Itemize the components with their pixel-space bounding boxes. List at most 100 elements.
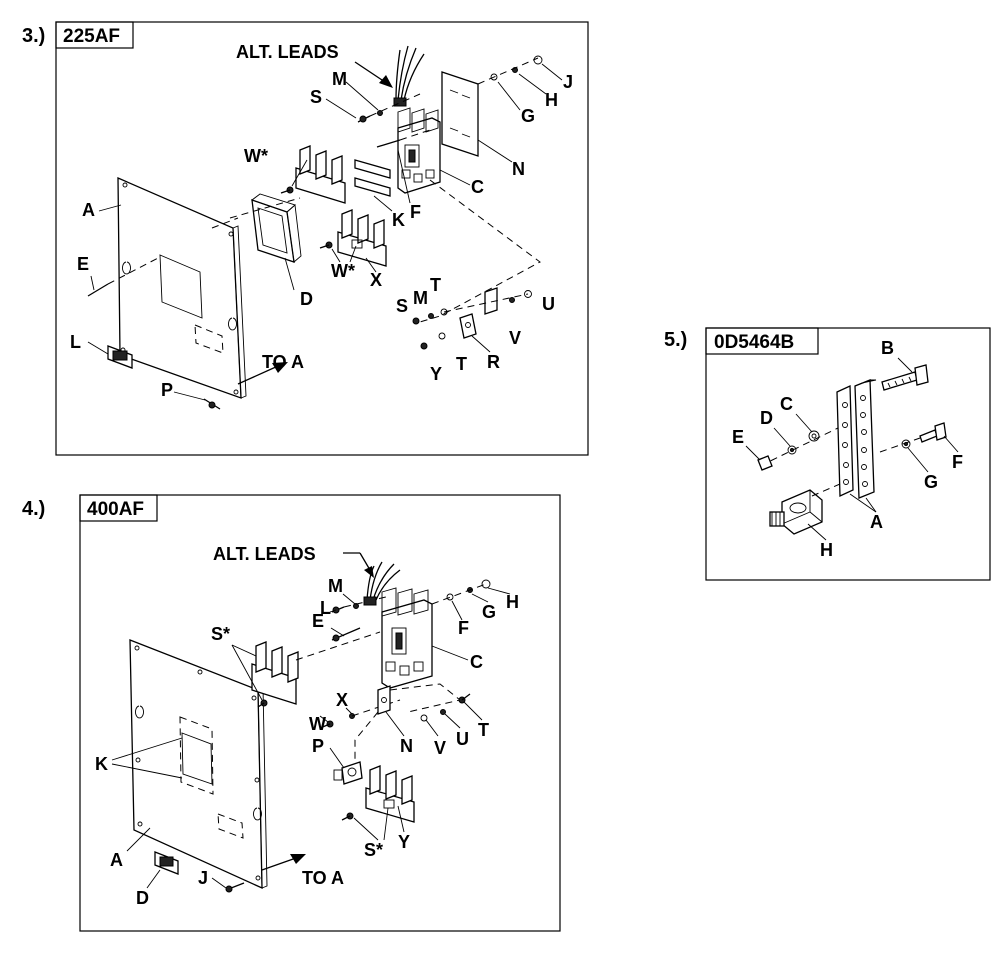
label-p: P: [312, 736, 324, 756]
cover-plate-n: [441, 55, 543, 157]
terminal-cover-lower: [319, 209, 387, 267]
label-e: E: [732, 427, 744, 447]
label-s-star2: S*: [364, 840, 383, 860]
label-w-star2: W*: [331, 261, 355, 281]
panel-number: 4.): [22, 498, 45, 520]
panel-number: 3.): [22, 25, 45, 47]
label-v: V: [434, 738, 446, 758]
label-u: U: [456, 729, 469, 749]
screw-l: [331, 595, 391, 614]
label-d: D: [136, 888, 149, 908]
terminal-frame-d: [251, 193, 302, 263]
label-l: L: [320, 598, 331, 618]
label-p: P: [161, 380, 173, 400]
label-a: A: [870, 512, 883, 532]
bolt-b: [881, 364, 929, 391]
mounting-plate: [129, 639, 268, 890]
label-t: T: [478, 720, 489, 740]
label-g: G: [482, 602, 496, 622]
panel-frame: [55, 21, 589, 456]
screw-s-upper: [357, 93, 421, 123]
label-j: J: [563, 72, 573, 92]
label-c: C: [780, 394, 793, 414]
label-s-star: S*: [211, 624, 230, 644]
label-plate: [107, 345, 133, 369]
label-e: E: [77, 254, 89, 274]
panel-frame: [79, 494, 561, 932]
label-c: C: [471, 177, 484, 197]
label-m2: M: [413, 288, 428, 308]
washer-g: [901, 439, 911, 449]
panel-title-box: [55, 21, 134, 49]
screw-j: [225, 882, 245, 893]
panel-frame: [705, 327, 991, 581]
bolt-f: [879, 422, 947, 453]
label-plate: [154, 851, 179, 875]
terminal-cover-upper: [251, 631, 381, 708]
label-a: A: [82, 200, 95, 220]
panel-0d5464b: 5.) 0D5464B: [664, 327, 991, 581]
label-a: A: [110, 850, 123, 870]
label-alt-leads: ALT. LEADS: [213, 544, 316, 564]
circuit-breaker: [376, 107, 441, 194]
screw-e: [87, 256, 161, 297]
mounting-plate: [117, 177, 247, 399]
label-n: N: [400, 736, 413, 756]
label-to-a: TO A: [262, 352, 304, 372]
label-y: Y: [398, 832, 410, 852]
terminal-cover-upper: [280, 145, 346, 204]
label-k: K: [95, 754, 108, 774]
panel-number: 5.): [664, 329, 687, 351]
label-t: T: [430, 275, 441, 295]
label-n: N: [512, 159, 525, 179]
panel-225af: 3.) 225AF: [22, 21, 589, 456]
lug-hardware: [412, 179, 541, 350]
label-k: K: [392, 210, 405, 230]
label-f: F: [410, 202, 421, 222]
label-y: Y: [430, 364, 442, 384]
screw-e: [331, 627, 361, 642]
alt-leads: [354, 45, 425, 107]
label-x: X: [370, 270, 382, 290]
panel-title: 0D5464B: [714, 332, 794, 353]
label-h: H: [506, 592, 519, 612]
panel-title: 400AF: [87, 499, 144, 520]
label-m: M: [328, 576, 343, 596]
hardware-edc: [757, 427, 839, 471]
label-s: S: [310, 87, 322, 107]
label-r: R: [487, 352, 500, 372]
bus-bar-a: [836, 379, 877, 499]
label-v: V: [509, 328, 521, 348]
lug-h: [769, 483, 841, 535]
label-s2: S: [396, 296, 408, 316]
label-g: G: [924, 472, 938, 492]
terminal-cover-lower: [341, 765, 415, 823]
alt-leads: [343, 552, 401, 606]
label-x: X: [336, 690, 348, 710]
label-c: C: [470, 652, 483, 672]
label-f: F: [458, 618, 469, 638]
label-j: J: [198, 868, 208, 888]
circuit-breaker: [381, 579, 491, 689]
label-e: E: [312, 611, 324, 631]
to-a-arrow: [237, 362, 288, 385]
label-g: G: [521, 106, 535, 126]
label-b: B: [881, 338, 894, 358]
insulating-strips: [229, 159, 391, 219]
label-d: D: [300, 289, 313, 309]
label-u: U: [542, 294, 555, 314]
lug-hardware: [319, 683, 471, 785]
panel-title: 225AF: [63, 26, 120, 47]
label-m: M: [332, 69, 347, 89]
label-d: D: [760, 408, 773, 428]
label-h: H: [545, 90, 558, 110]
leader-lines: [87, 63, 563, 401]
label-t2: T: [456, 354, 467, 374]
to-a-arrow: [261, 854, 306, 871]
leader-lines: [111, 587, 511, 889]
leader-lines: [745, 357, 959, 541]
screw-p: [203, 398, 221, 410]
panel-title-box: [79, 494, 158, 522]
label-h: H: [820, 540, 833, 560]
